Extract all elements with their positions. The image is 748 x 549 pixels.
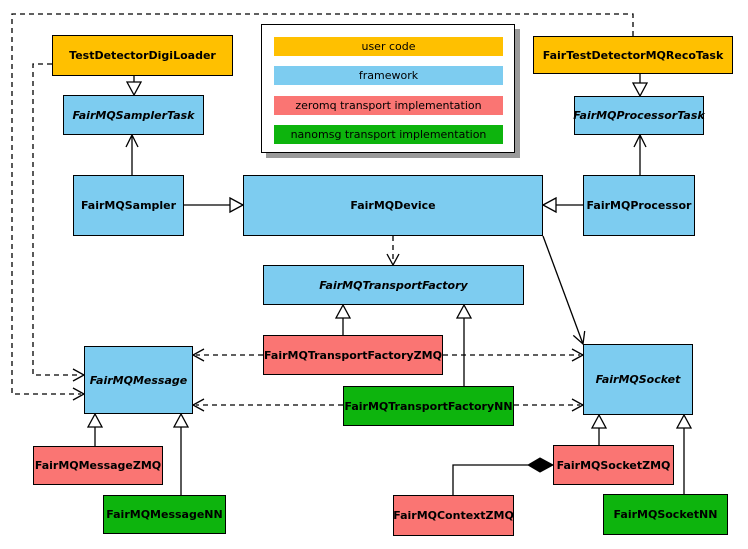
legend-item-zeromq: zeromq transport implementation (274, 96, 503, 115)
dependency-arrow-tfzmq-message (191, 348, 263, 362)
class-box-fairmqdevice: FairMQDevice (243, 175, 543, 236)
class-label: FairMQSampler (80, 199, 177, 212)
class-label: FairMQDevice (350, 199, 436, 212)
inheritance-arrow-socketnn-socket (675, 413, 693, 494)
class-box-fairmqsocketzmq: FairMQSocketZMQ (553, 445, 674, 485)
class-label: FairMQMessageZMQ (34, 459, 162, 472)
legend-label: user code (361, 40, 416, 53)
dependency-arrow-device-factory (386, 236, 400, 267)
legend-label: zeromq transport implementation (295, 99, 482, 112)
inheritance-arrow-socketzmq-socket (590, 413, 608, 445)
class-label: TestDetectorDigiLoader (69, 49, 216, 62)
class-label: FairMQContextZMQ (393, 509, 514, 522)
class-label: FairMQSocket (595, 373, 681, 386)
inheritance-arrow-messagezmq-message (86, 412, 104, 446)
association-arrow-device-socket (542, 235, 586, 346)
class-label: FairMQProcessorTask (573, 109, 705, 122)
class-label: FairMQTransportFactoryNN (344, 399, 513, 413)
class-label: FairTestDetectorMQRecoTask (542, 48, 724, 62)
class-label: FairMQMessageNN (106, 508, 223, 521)
inheritance-arrow-messagenn-message (172, 412, 190, 495)
class-box-fairmqsocketnn: FairMQSocketNN (603, 494, 728, 535)
dependency-arrow-tfnn-socket (514, 398, 585, 412)
class-box-fairmqsampler: FairMQSampler (73, 175, 184, 236)
class-label: FairMQTransportFactory (319, 278, 468, 292)
class-box-fairmqtransportfactoryzmq: FairMQTransportFactoryZMQ (263, 335, 443, 375)
class-box-fairmqmessage: FairMQMessage (84, 346, 193, 414)
class-box-fairmqtransportfactory: FairMQTransportFactory (263, 265, 524, 305)
inheritance-arrow-tfzmq-factory (334, 303, 352, 335)
inheritance-arrow-tfnn-factory (455, 303, 473, 386)
association-arrow-processor-processortask (633, 133, 647, 175)
class-label: FairMQTransportFactoryZMQ (264, 348, 442, 362)
class-label: FairMQProcessor (586, 199, 692, 212)
legend-label: framework (358, 69, 419, 82)
legend-item-user-code: user code (274, 37, 503, 56)
inheritance-arrow-digiloader-samplertask (125, 76, 143, 97)
class-box-fairmqcontextzmq: FairMQContextZMQ (393, 495, 514, 536)
class-box-fairmqprocessor: FairMQProcessor (583, 175, 695, 236)
class-label: FairMQSocketNN (613, 508, 718, 521)
association-arrow-sampler-samplertask (125, 133, 139, 175)
class-box-fairtestdetectormqrecotask: FairTestDetectorMQRecoTask (533, 36, 733, 74)
legend-label: nanomsg transport implementation (290, 128, 487, 141)
class-box-fairmqmessagezmq: FairMQMessageZMQ (33, 446, 163, 485)
class-box-fairmqsocket: FairMQSocket (583, 344, 693, 415)
class-label: FairMQSocketZMQ (556, 458, 671, 472)
class-box-testdetectordigiloader: TestDetectorDigiLoader (52, 35, 233, 76)
class-box-fairmqtransportfactorynn: FairMQTransportFactoryNN (343, 386, 514, 426)
composition-link-contextzmq-socketzmq (452, 457, 555, 495)
class-label: FairMQSamplerTask (72, 108, 195, 122)
legend-item-framework: framework (274, 66, 503, 85)
class-label: FairMQMessage (89, 373, 188, 387)
class-box-fairmqprocessortask: FairMQProcessorTask (573, 96, 705, 135)
inheritance-arrow-recotask-processortask (631, 74, 649, 98)
inheritance-arrow-processor-device (541, 196, 583, 214)
dependency-arrow-tfzmq-socket (443, 348, 585, 362)
legend-item-nanomsg: nanomsg transport implementation (274, 125, 503, 144)
class-box-fairmqmessagenn: FairMQMessageNN (103, 495, 226, 534)
dependency-arrow-tfnn-message (191, 398, 343, 412)
legend: user code framework zeromq transport imp… (261, 24, 515, 153)
class-box-fairmqsamplertask: FairMQSamplerTask (63, 95, 204, 135)
inheritance-arrow-sampler-device (184, 196, 245, 214)
